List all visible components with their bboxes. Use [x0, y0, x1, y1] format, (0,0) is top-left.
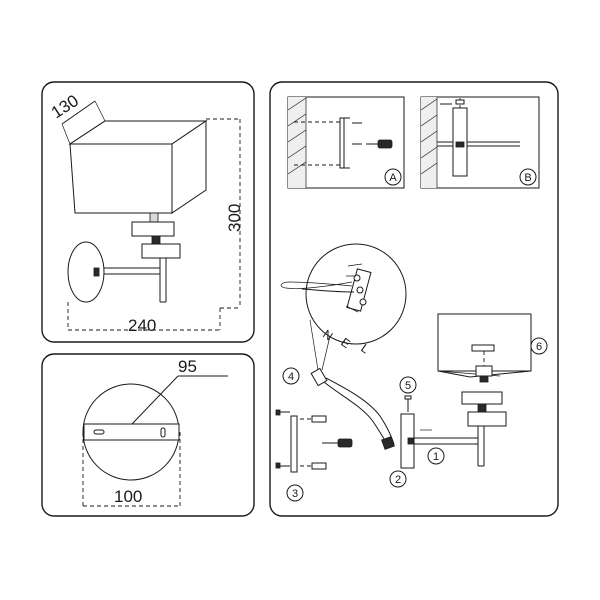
step-3: 3: [275, 409, 353, 502]
step-5-badge: [399, 376, 417, 394]
lamp-body: [67, 212, 181, 303]
shade-front: [437, 313, 532, 372]
wall-plate-side: [67, 241, 105, 303]
hole-spacing-label: 95: [178, 357, 197, 376]
step-3-label: 3: [292, 488, 298, 500]
step-3-badge: [286, 484, 304, 502]
steps-1-2-5: 5 2 1: [389, 376, 478, 488]
lamp-shade: [68, 120, 208, 214]
step-1-badge: [427, 447, 445, 465]
step-6-label: 6: [536, 341, 542, 353]
plate-diameter-label: 100: [114, 487, 142, 506]
step-1-label: 1: [433, 451, 439, 463]
height-dimension: 300: [206, 118, 244, 309]
screwdriver-icon: [366, 139, 393, 149]
inset-b: B: [420, 96, 540, 189]
terminal-block: [345, 263, 372, 313]
step-2-label: 2: [395, 474, 401, 486]
step-a-label: A: [389, 172, 397, 184]
step-5-label: 5: [405, 380, 411, 392]
step-b-label: B: [524, 172, 531, 184]
inset-a: A: [287, 96, 405, 189]
step-2-badge: [389, 470, 407, 488]
step-4: 4: [282, 367, 395, 450]
width-label: 240: [128, 316, 156, 335]
mounting-bar: [83, 423, 180, 441]
installation-panel: A B: [269, 81, 559, 517]
hole-spacing-dimension: 95: [131, 357, 228, 425]
height-label: 300: [225, 204, 244, 232]
step-6-badge: [530, 337, 548, 355]
width-dimension: 240: [67, 302, 221, 335]
step-4-badge: [282, 367, 300, 385]
step-4-label: 4: [288, 371, 294, 383]
screwdriver-icon: [322, 438, 353, 448]
mounting-bracket: [290, 415, 298, 473]
step-b-badge: [519, 168, 537, 186]
dimensions-panel: 130 300: [41, 81, 255, 343]
step-a-badge: [384, 168, 402, 186]
wiring-detail: N E L: [280, 243, 407, 371]
plate-diameter-dimension: 100: [82, 432, 181, 507]
step-6: 6: [437, 313, 548, 467]
plate-panel: 95 100: [41, 353, 255, 517]
